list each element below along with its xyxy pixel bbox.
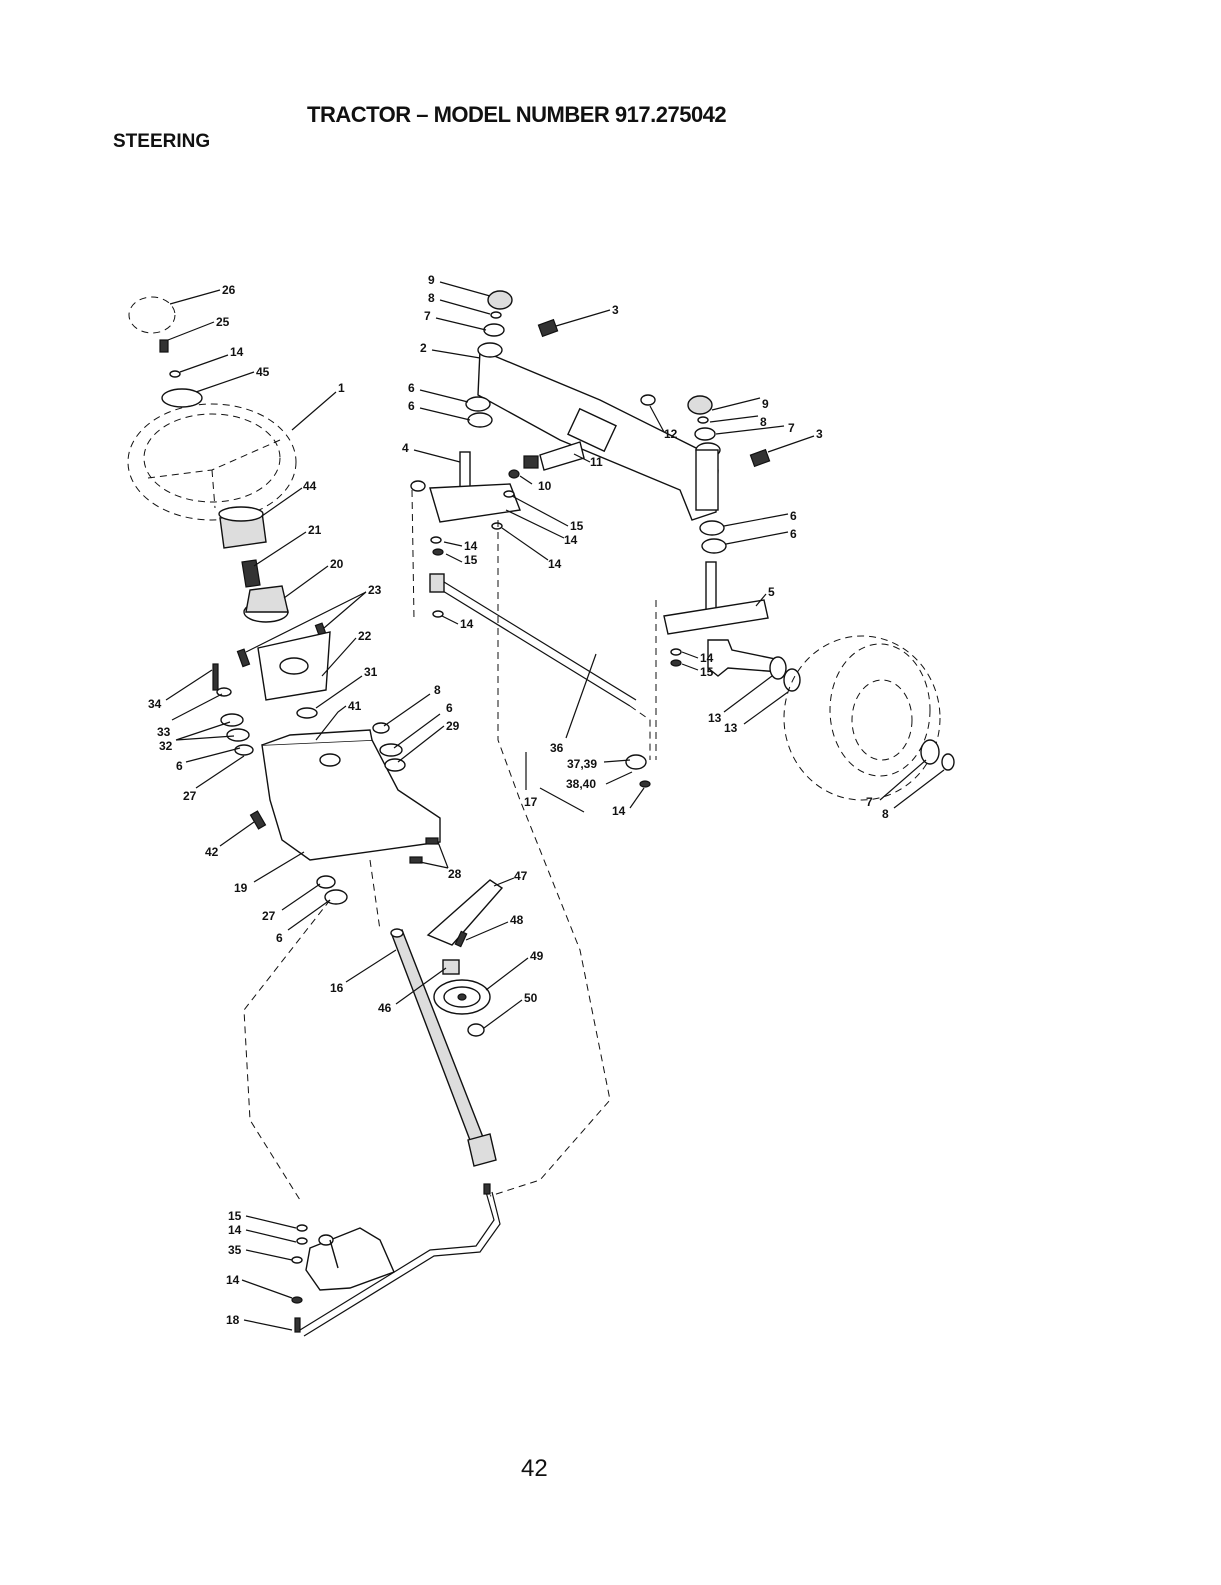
callout-14: 14 xyxy=(230,345,244,359)
callout-7: 7 xyxy=(866,795,873,809)
callout-49: 49 xyxy=(530,949,544,963)
callout-6: 6 xyxy=(790,527,797,541)
callout-46: 46 xyxy=(378,1001,392,1015)
callout-48: 48 xyxy=(510,913,524,927)
callout-9: 9 xyxy=(428,273,435,287)
callout-1: 1 xyxy=(338,381,345,395)
callout-3: 3 xyxy=(816,427,823,441)
callout-6: 6 xyxy=(790,509,797,523)
callout-11: 11 xyxy=(590,455,603,469)
callout-26: 26 xyxy=(222,283,236,297)
callout-8: 8 xyxy=(760,415,767,429)
callout-25: 25 xyxy=(216,315,230,329)
callout-31: 31 xyxy=(364,665,378,679)
callout-4: 4 xyxy=(402,441,409,455)
callout-14: 14 xyxy=(564,533,578,547)
callout-22: 22 xyxy=(358,629,372,643)
callout-41: 41 xyxy=(348,699,362,713)
callout-47: 47 xyxy=(514,869,528,883)
callout-37-39: 37,39 xyxy=(567,757,597,771)
callout-15: 15 xyxy=(700,665,714,679)
callout-33: 33 xyxy=(157,725,171,739)
callout-12: 12 xyxy=(664,427,678,441)
callout-38-40: 38,40 xyxy=(566,777,596,791)
callout-6: 6 xyxy=(276,931,283,945)
callout-5: 5 xyxy=(768,585,775,599)
callout-14: 14 xyxy=(460,617,474,631)
callout-23: 23 xyxy=(368,583,382,597)
callout-3: 3 xyxy=(612,303,619,317)
callout-34: 34 xyxy=(148,697,162,711)
callout-19: 19 xyxy=(234,881,248,895)
callout-42: 42 xyxy=(205,845,219,859)
callout-13: 13 xyxy=(708,711,722,725)
callout-50: 50 xyxy=(524,991,538,1005)
callout-45: 45 xyxy=(256,365,270,379)
callout-32: 32 xyxy=(159,739,173,753)
callout-28: 28 xyxy=(448,867,462,881)
callout-7: 7 xyxy=(788,421,795,435)
callout-2: 2 xyxy=(420,341,427,355)
callout-18: 18 xyxy=(226,1313,240,1327)
callout-6: 6 xyxy=(408,381,415,395)
callout-10: 10 xyxy=(538,479,552,493)
callout-17: 17 xyxy=(524,795,538,809)
callout-44: 44 xyxy=(303,479,317,493)
callout-6: 6 xyxy=(176,759,183,773)
callout-20: 20 xyxy=(330,557,344,571)
callout-9: 9 xyxy=(762,397,769,411)
callout-8: 8 xyxy=(882,807,889,821)
callout-7: 7 xyxy=(424,309,431,323)
page-number: 42 xyxy=(521,1455,548,1483)
callout-16: 16 xyxy=(330,981,344,995)
callout-6: 6 xyxy=(408,399,415,413)
callout-21: 21 xyxy=(308,523,322,537)
callout-14: 14 xyxy=(464,539,478,553)
callout-15: 15 xyxy=(464,553,478,567)
callout-8: 8 xyxy=(434,683,441,697)
callout-29: 29 xyxy=(446,719,460,733)
callout-14: 14 xyxy=(548,557,562,571)
callout-8: 8 xyxy=(428,291,435,305)
steering-wheel-assembly xyxy=(128,297,502,1336)
callout-14: 14 xyxy=(700,651,714,665)
callout-6: 6 xyxy=(446,701,453,715)
callout-14: 14 xyxy=(226,1273,240,1287)
callout-15: 15 xyxy=(228,1209,242,1223)
callout-27: 27 xyxy=(183,789,197,803)
callout-14: 14 xyxy=(612,804,626,818)
callout-36: 36 xyxy=(550,741,564,755)
callout-35: 35 xyxy=(228,1243,242,1257)
front-axle-assembly xyxy=(411,291,954,800)
callout-13: 13 xyxy=(724,721,738,735)
callout-27: 27 xyxy=(262,909,276,923)
callout-14: 14 xyxy=(228,1223,242,1237)
callout-15: 15 xyxy=(570,519,584,533)
